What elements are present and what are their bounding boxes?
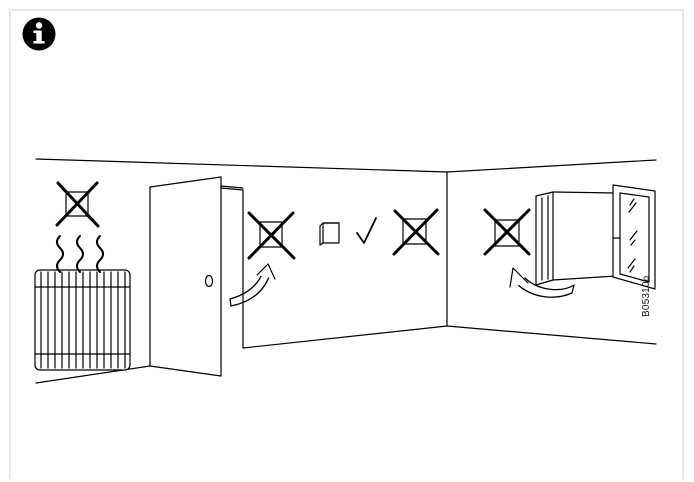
room-walls <box>35 158 657 384</box>
cross-icon <box>247 211 296 260</box>
radiator <box>34 269 131 371</box>
cross-icon <box>483 208 531 256</box>
figure-frame <box>9 9 684 479</box>
heat-waves <box>56 235 104 273</box>
info-icon <box>22 17 56 51</box>
airflow-arrow-window <box>509 267 575 298</box>
cross-icon <box>392 208 440 256</box>
door <box>149 176 244 377</box>
window <box>535 184 656 290</box>
airflow-arrow-door <box>229 263 276 307</box>
figure-code: B05310b <box>641 275 652 317</box>
cross-icon <box>55 181 100 228</box>
sensor-allowed <box>319 222 340 246</box>
checkmark-icon <box>356 217 377 244</box>
